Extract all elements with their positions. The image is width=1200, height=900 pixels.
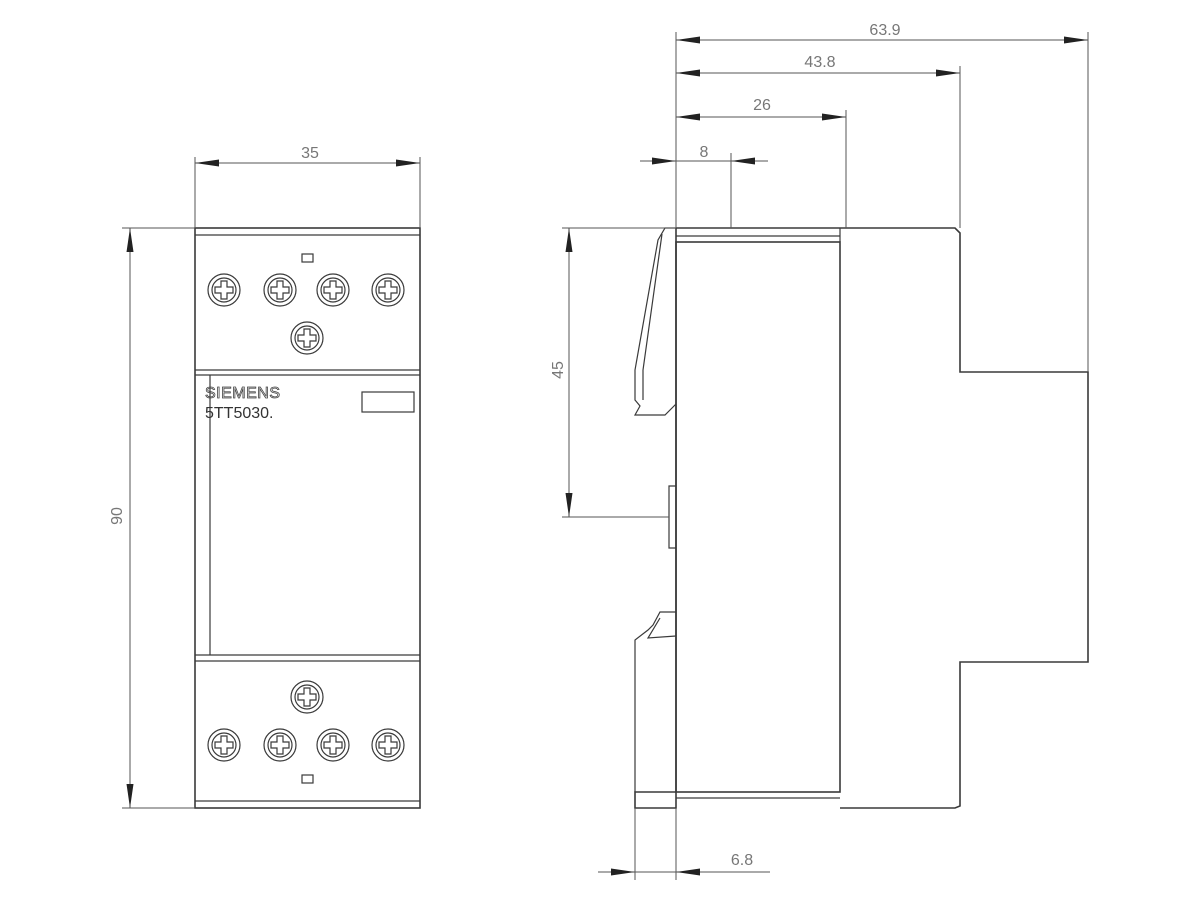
- side-view: 63.9 43.8 26 8: [550, 22, 1089, 880]
- dimension-rail-center: 45: [550, 227, 676, 518]
- bottom-terminals: [207, 680, 405, 762]
- depth-total-label: 63.9: [869, 22, 900, 39]
- terminal-screw-icon: [263, 273, 297, 307]
- terminal-screw-icon: [316, 273, 350, 307]
- top-indicator-mark: [301, 253, 314, 263]
- height-label: 90: [109, 507, 126, 525]
- front-face-line: [634, 228, 677, 809]
- terminal-screw-icon: [207, 728, 241, 762]
- dimension-depth-cover: 26: [676, 97, 847, 228]
- terminal-screw-icon: [290, 680, 324, 714]
- dimension-depth-mid: 43.8: [676, 54, 961, 228]
- top-terminals: [207, 273, 405, 355]
- dimension-width: 35: [194, 145, 421, 228]
- terminal-screw-icon: [290, 321, 324, 355]
- depth-cover-label: 26: [753, 97, 771, 114]
- top-clip-outline: [633, 227, 677, 416]
- terminal-screw-icon: [263, 728, 297, 762]
- brand-logo-text: SIEMENS: [205, 385, 281, 402]
- depth-small-label: 8: [700, 144, 709, 161]
- dimension-height: 90: [109, 227, 195, 809]
- dimension-offset: 6.8: [598, 808, 770, 880]
- rail-catch: [668, 485, 676, 549]
- terminal-screw-icon: [371, 273, 405, 307]
- bottom-clip-inner: [646, 617, 677, 639]
- terminal-screw-icon: [207, 273, 241, 307]
- device-body-outline: [194, 227, 421, 809]
- label-field: [361, 391, 415, 413]
- front-cover-block: [675, 241, 841, 793]
- terminal-screw-icon: [371, 728, 405, 762]
- bottom-indicator-mark: [301, 774, 314, 784]
- dimension-depth-total: 63.9: [675, 22, 1089, 372]
- terminal-screw-icon: [316, 728, 350, 762]
- offset-label: 6.8: [731, 852, 753, 869]
- top-clip-inner: [642, 233, 663, 400]
- model-number: 5TT5030.: [205, 405, 273, 422]
- dimension-depth-small: 8: [640, 144, 768, 228]
- bottom-clip-outline: [634, 611, 676, 792]
- housing-profile: [676, 227, 1089, 809]
- depth-mid-label: 43.8: [804, 54, 835, 71]
- width-label: 35: [301, 145, 319, 162]
- rail-center-label: 45: [550, 361, 567, 379]
- front-view: SIEMENS 5TT5030. 35 90: [109, 145, 421, 809]
